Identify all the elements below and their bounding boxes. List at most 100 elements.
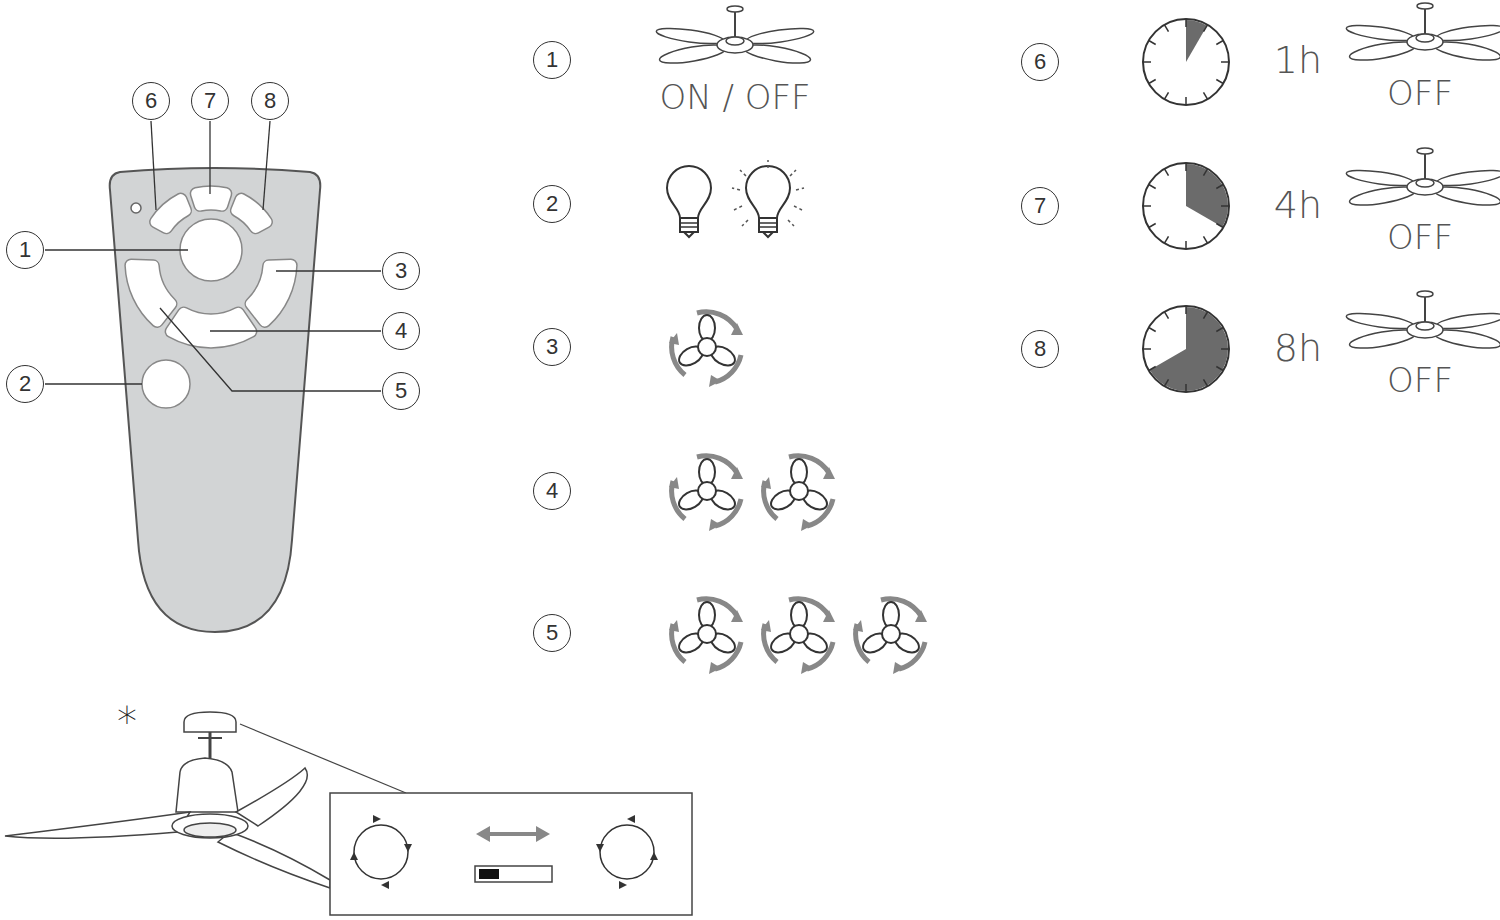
light-button bbox=[142, 360, 190, 408]
clock-tick bbox=[1204, 92, 1208, 99]
clock-face bbox=[1143, 163, 1229, 249]
clock-tick bbox=[1149, 185, 1156, 189]
callout-number: 8 bbox=[251, 82, 289, 120]
drawing-part bbox=[669, 456, 743, 531]
clock-icon bbox=[1143, 306, 1229, 392]
clock-tick bbox=[1149, 41, 1156, 45]
clock-tick bbox=[1149, 328, 1156, 332]
icon-label: OFF bbox=[1387, 220, 1453, 254]
drawing-part bbox=[210, 330, 381, 331]
clock-tick bbox=[1143, 61, 1151, 63]
clock-tick bbox=[1204, 236, 1208, 243]
callout-number: 1 bbox=[6, 231, 44, 269]
callout-text: 6 bbox=[1034, 51, 1046, 73]
callout-number: 7 bbox=[1021, 187, 1059, 225]
clock-tick bbox=[1216, 224, 1223, 228]
clock-sector bbox=[1186, 164, 1228, 227]
drawing-part bbox=[796, 188, 804, 190]
clock-face bbox=[1143, 19, 1229, 105]
icon-label: 8h bbox=[1274, 329, 1322, 367]
drawing-part bbox=[742, 220, 748, 226]
drawing-part bbox=[600, 825, 654, 879]
drawing-part bbox=[330, 793, 692, 915]
clock-tick bbox=[1216, 80, 1223, 84]
callout-text: 3 bbox=[395, 260, 407, 282]
callout-number: 5 bbox=[533, 614, 571, 652]
ring-buttons bbox=[125, 186, 297, 348]
clock-tick bbox=[1204, 25, 1208, 32]
clock-tick bbox=[1221, 205, 1229, 207]
clock-tick bbox=[1185, 19, 1187, 27]
drawing-part bbox=[732, 188, 740, 190]
clock-tick bbox=[1204, 169, 1208, 176]
clock-tick bbox=[1185, 384, 1187, 392]
drawing-part bbox=[176, 758, 238, 812]
callout-number: 3 bbox=[533, 328, 571, 366]
speed-button bbox=[245, 259, 297, 327]
drawing-part bbox=[209, 121, 210, 194]
drawing-part bbox=[650, 852, 658, 860]
drawing-part bbox=[236, 768, 307, 826]
callout-text: 8 bbox=[264, 90, 276, 112]
drawing-part bbox=[669, 599, 743, 674]
callout-number: 3 bbox=[382, 252, 420, 290]
speed-button bbox=[165, 307, 256, 348]
remote-body bbox=[110, 168, 321, 632]
clock-tick bbox=[1185, 241, 1187, 249]
clock-tick bbox=[1204, 312, 1208, 319]
clock-tick bbox=[1185, 306, 1187, 314]
clock-tick bbox=[1143, 348, 1151, 350]
drawing-part bbox=[619, 881, 627, 889]
callout-text: 7 bbox=[204, 90, 216, 112]
clock-tick bbox=[1185, 97, 1187, 105]
drawing-part bbox=[475, 866, 552, 882]
callout-number: 7 bbox=[191, 82, 229, 120]
callout-text: 6 bbox=[145, 90, 157, 112]
footnote-mark: * bbox=[117, 702, 137, 742]
drawing-part bbox=[761, 599, 835, 674]
clock-tick bbox=[1165, 92, 1169, 99]
drawing-part bbox=[151, 121, 156, 210]
drawing-part bbox=[486, 832, 540, 836]
drawing-part bbox=[354, 825, 408, 879]
icon-label: 1h bbox=[1274, 41, 1322, 79]
drawing-part bbox=[160, 308, 381, 391]
clock-sector bbox=[1150, 307, 1228, 391]
callout-number: 5 bbox=[382, 372, 420, 410]
speed-button bbox=[125, 259, 177, 327]
drawing-part bbox=[655, 6, 814, 67]
clock-tick bbox=[1165, 169, 1169, 176]
drawing-part bbox=[596, 844, 604, 852]
callout-text: 4 bbox=[395, 320, 407, 342]
bulb-rays bbox=[732, 160, 804, 226]
clock-tick bbox=[1221, 348, 1229, 350]
clock-icon bbox=[1143, 19, 1229, 105]
clock-tick bbox=[1149, 224, 1156, 228]
clock-tick bbox=[1165, 312, 1169, 319]
callout-text: 4 bbox=[546, 480, 558, 502]
drawing-part bbox=[373, 815, 381, 823]
drawing-part bbox=[404, 844, 412, 852]
icon-label: OFF bbox=[1387, 76, 1453, 110]
callout-number: 8 bbox=[1021, 330, 1059, 368]
timer-button bbox=[190, 186, 231, 211]
clock-tick bbox=[1221, 61, 1229, 63]
drawing-part bbox=[198, 737, 222, 739]
drawing-part bbox=[853, 599, 927, 674]
clock-tick bbox=[1149, 367, 1156, 371]
callout-text: 1 bbox=[546, 49, 558, 71]
drawing-part bbox=[740, 170, 746, 176]
drawing-part bbox=[5, 812, 190, 838]
drawing-part bbox=[218, 832, 330, 888]
icon-label: ON / OFF bbox=[659, 80, 810, 114]
clock-tick bbox=[1204, 379, 1208, 386]
power-button bbox=[180, 219, 242, 281]
drawing-part bbox=[184, 712, 236, 732]
drawing-part bbox=[667, 166, 711, 237]
reverse-switch-inset bbox=[330, 793, 692, 915]
drawing-part bbox=[767, 160, 769, 168]
drawing-part bbox=[1345, 3, 1500, 64]
clock-face bbox=[1143, 306, 1229, 392]
